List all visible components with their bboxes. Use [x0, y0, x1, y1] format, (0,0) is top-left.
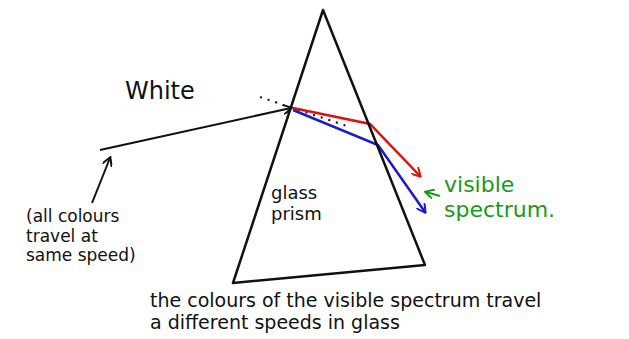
note-text: (all colours travel at same speed): [26, 207, 138, 266]
prism-shape: glass prism: [225, 5, 435, 290]
normal-line: [260, 97, 350, 127]
white-ray: [100, 108, 291, 150]
light-label: White: [125, 78, 235, 106]
prism-label: glass prism: [271, 183, 355, 224]
note-arrow: [92, 158, 110, 203]
spectrum-pointer: [426, 192, 440, 196]
prism-outline: [225, 5, 435, 290]
note-text: the colours of the visible spectrum trav…: [150, 290, 550, 334]
spectrum-label: visible spectrum.: [444, 172, 584, 223]
